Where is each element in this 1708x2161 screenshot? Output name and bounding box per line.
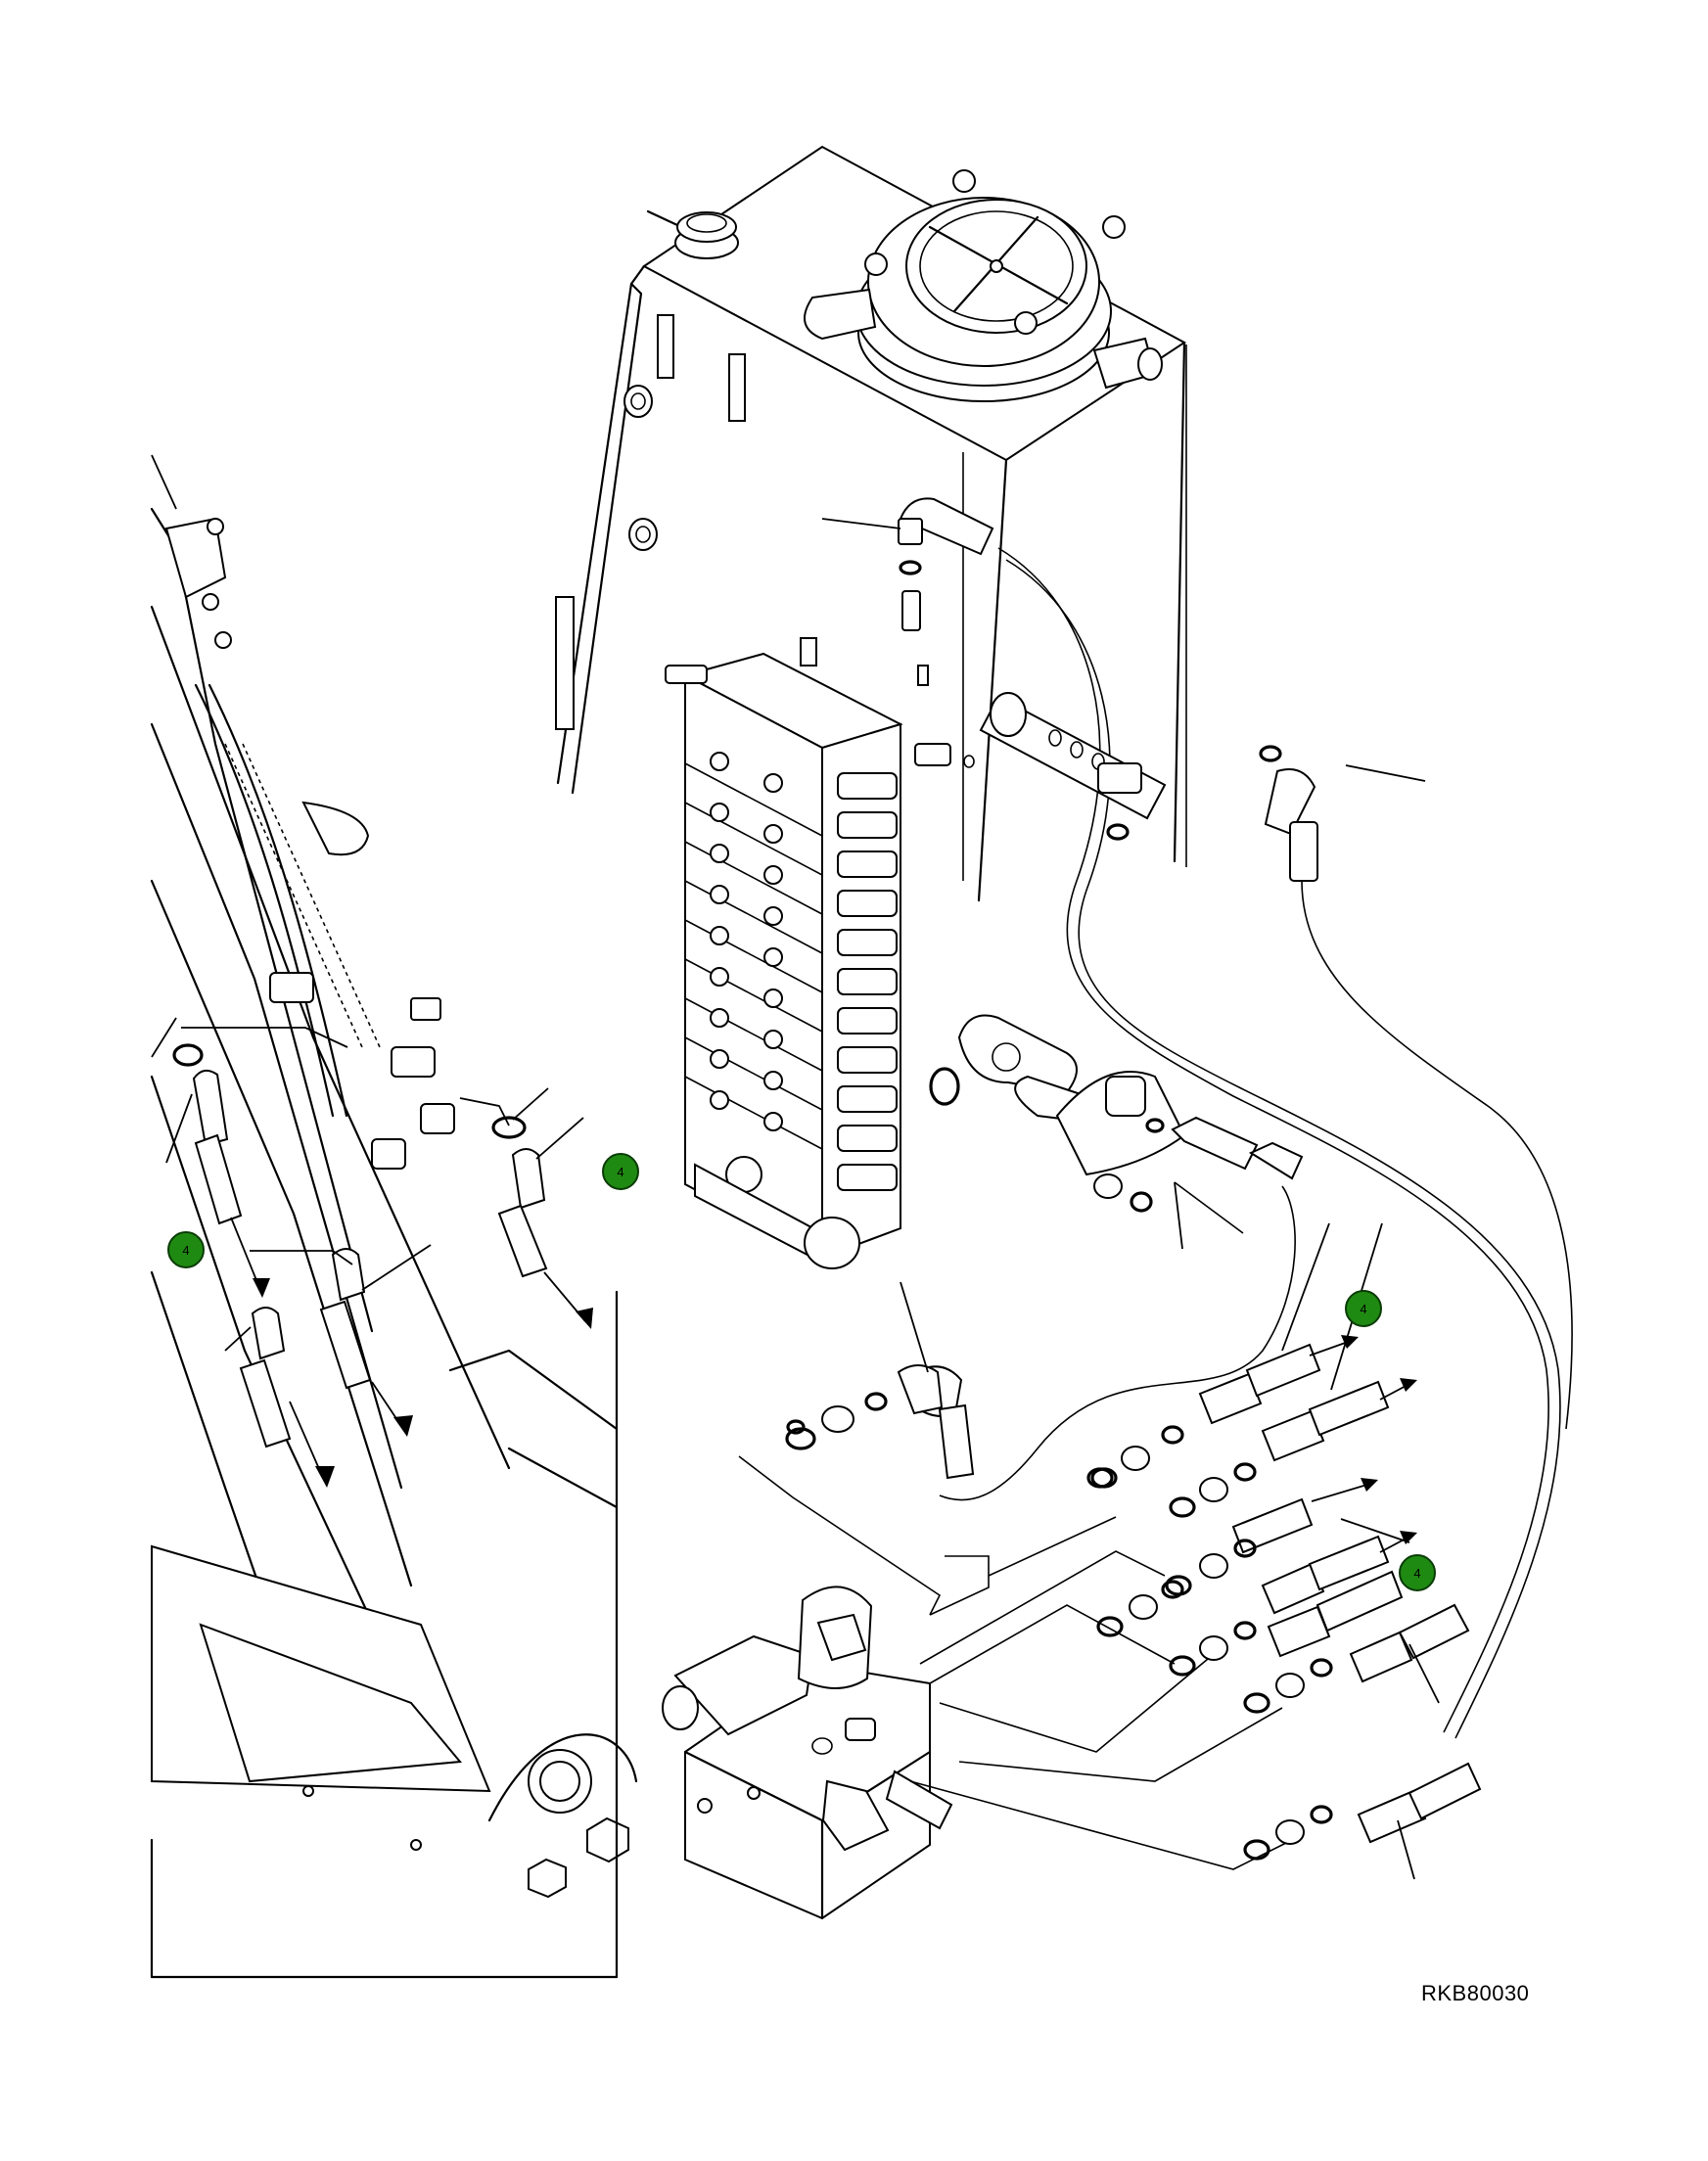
callout-label: 4	[617, 1165, 623, 1179]
pipe-fitting-assembly	[979, 692, 1573, 1430]
boom-structure	[150, 507, 638, 1979]
callout-marker: 4	[1345, 1290, 1382, 1327]
callout-label: 4	[1413, 1566, 1420, 1581]
control-valve	[665, 637, 975, 1269]
left-hose-fittings	[172, 1043, 593, 1488]
tank-return-hose	[898, 497, 1561, 1739]
right-fittings	[785, 1335, 1482, 1861]
drawing-number: RKB80030	[1421, 1981, 1530, 2005]
callout-markers: 4 4 4 4	[167, 1153, 1436, 1591]
callout-label: 4	[182, 1243, 189, 1258]
callout-marker: 4	[1399, 1554, 1436, 1591]
filler-cap	[646, 209, 739, 259]
filter-cover	[804, 169, 1163, 402]
flange-elbow	[929, 1014, 1304, 1501]
hydraulic-tank	[555, 145, 1187, 902]
callout-label: 4	[1360, 1302, 1366, 1316]
routing-lines	[738, 1455, 1293, 1870]
callout-marker: 4	[167, 1231, 205, 1268]
solenoid-valve	[662, 1586, 953, 1920]
callout-marker: 4	[602, 1153, 639, 1190]
